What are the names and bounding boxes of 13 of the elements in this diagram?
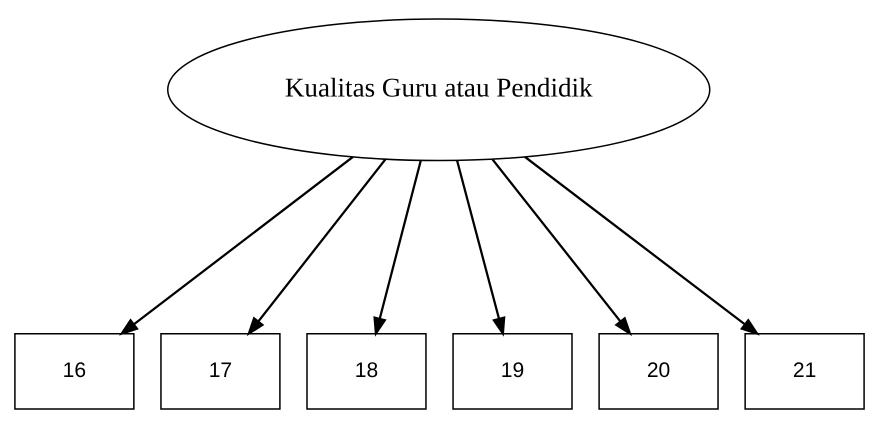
arrow: [456, 160, 506, 337]
arrow: [492, 158, 632, 336]
node-box: 19: [452, 332, 573, 410]
node-box: 21: [744, 332, 865, 410]
node-box: 18: [306, 332, 427, 410]
arrow: [246, 158, 386, 336]
arrow: [119, 156, 354, 336]
node-ellipse: Kualitas Guru atau Pendidik: [166, 18, 711, 162]
node-box: 17: [160, 332, 281, 410]
arrow: [524, 156, 760, 336]
node-box: 20: [598, 332, 719, 410]
node-box: 16: [14, 332, 135, 410]
arrow: [373, 160, 422, 337]
